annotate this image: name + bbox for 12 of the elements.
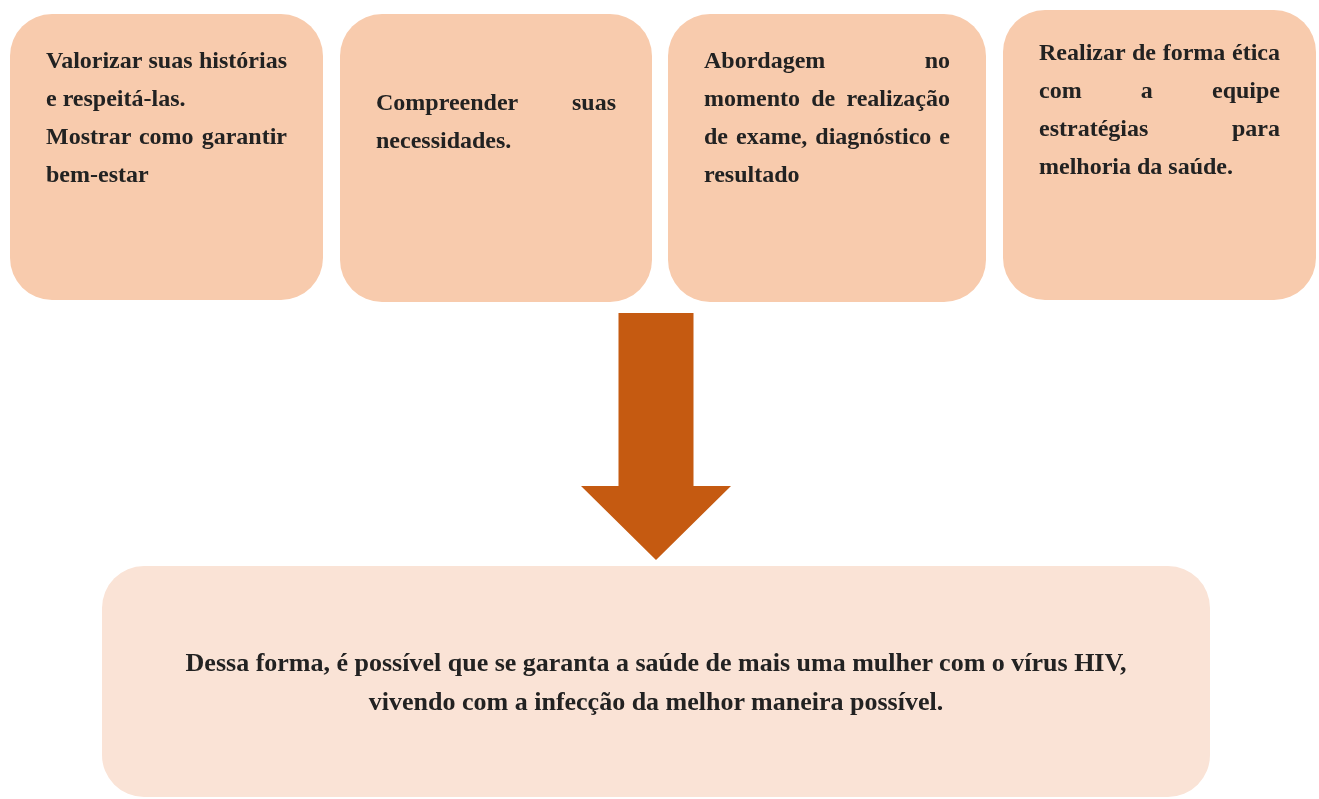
step-box	[340, 14, 652, 302]
box-text: Abordagem no momento de realização de exame, diagnóstico e resultado	[704, 46, 950, 189]
step-box	[668, 14, 986, 302]
step-box	[1003, 10, 1316, 300]
box-text: Realizar de forma ética com a equipe estratégias para melhoria da saúde.	[1039, 38, 1280, 181]
step-box	[10, 14, 323, 300]
box-text: Mostrar como garantir bem-estar	[46, 121, 287, 189]
conclusion-box	[102, 566, 1210, 797]
box-text: Compreender suas necessidades.	[376, 88, 616, 155]
box-text: Dessa forma, é possível que se garanta a saúde de mais uma mulher com o vírus HIV, vivendo com a infecção da melhor maneira possível.	[184, 646, 1128, 718]
box-text: Valorizar suas histórias e respeitá-las.	[46, 46, 287, 113]
block-arrow	[581, 313, 731, 560]
